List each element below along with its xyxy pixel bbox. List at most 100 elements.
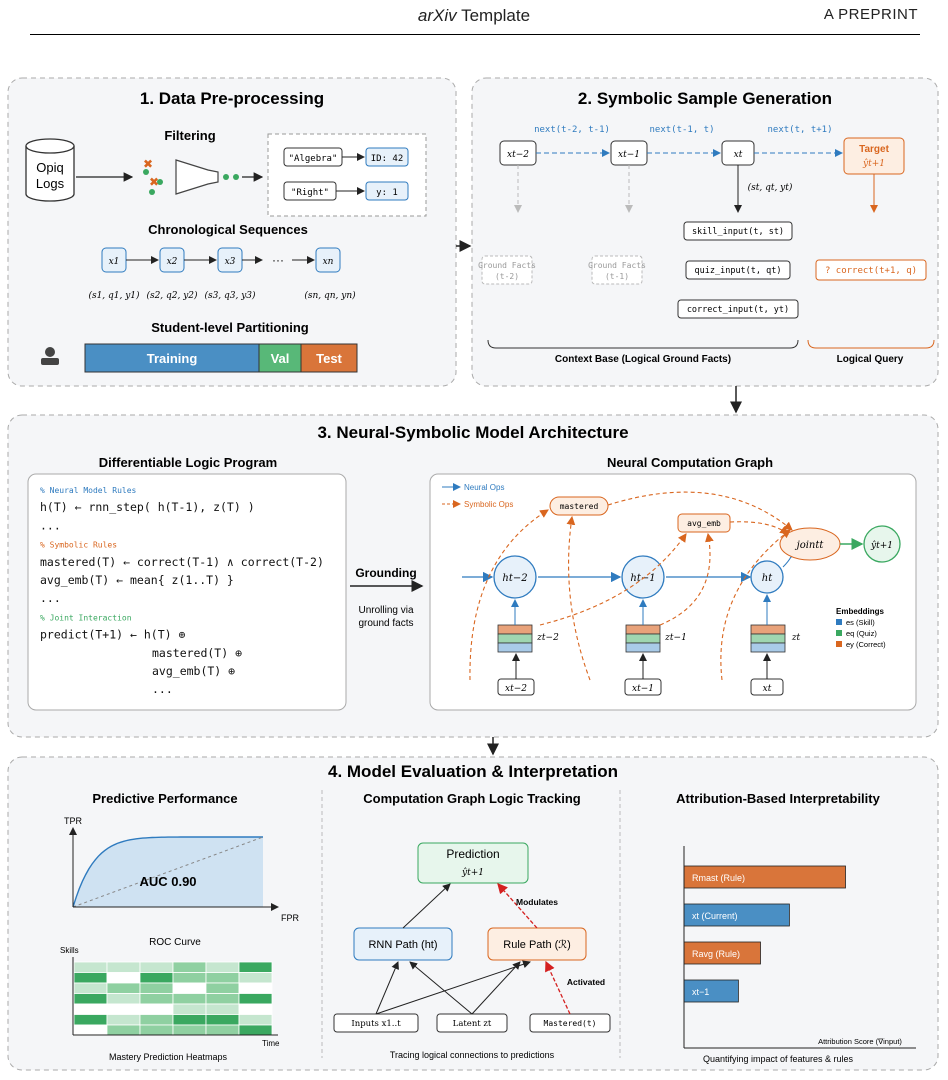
heatmap-cell <box>205 982 240 994</box>
svg-text:Neural Ops: Neural Ops <box>464 483 504 492</box>
svg-text:Prediction: Prediction <box>446 847 499 861</box>
prediction-box <box>417 842 529 884</box>
svg-text:TPR: TPR <box>64 816 83 826</box>
svg-text:Tracing logical connections to: Tracing logical connections to predictio… <box>390 1050 555 1060</box>
svg-text:skill_input(t, st): skill_input(t, st) <box>692 227 784 237</box>
heatmap-cell <box>172 1014 207 1026</box>
svg-text:ey (Correct): ey (Correct) <box>846 640 886 649</box>
heatmap-cell <box>172 972 207 984</box>
svg-text:FPR: FPR <box>281 913 300 923</box>
svg-text:RNN Path (ht): RNN Path (ht) <box>368 939 437 951</box>
svg-text:Unrolling via: Unrolling via <box>358 605 413 616</box>
avg-emb-node <box>677 513 731 533</box>
svg-text:Target: Target <box>859 144 889 155</box>
attribution-chart: Rmast (Rule)xt (Current)Ravg (Rule)xt−1 <box>683 865 846 1003</box>
heatmap-cell <box>73 972 108 984</box>
logic-program-code: % Neural Model Rules h(T) ← rnn_step( h(T… <box>40 486 324 696</box>
heatmap-cell <box>73 1024 108 1036</box>
bar-val <box>258 343 302 373</box>
svg-text:xt−2: xt−2 <box>507 150 529 160</box>
svg-text:next(t, t+1): next(t, t+1) <box>767 125 832 135</box>
attribution-bar-label: xt−1 <box>692 987 709 997</box>
svg-text:Ground Facts: Ground Facts <box>588 261 646 270</box>
user-icon <box>41 347 59 365</box>
svg-text:xn: xn <box>323 257 334 267</box>
svg-text:quiz_input(t, qt): quiz_input(t, qt) <box>695 266 782 276</box>
svg-text:(t-1): (t-1) <box>605 272 629 281</box>
svg-text:(st, qt, yt): (st, qt, yt) <box>748 182 793 193</box>
svg-text:es (Skill): es (Skill) <box>846 618 875 627</box>
svg-text:ground facts: ground facts <box>358 618 413 629</box>
svg-text:(s1, q1, y1): (s1, q1, y1) <box>88 290 140 301</box>
partition-label: Student-level Partitioning <box>151 320 309 335</box>
svg-text:correct_input(t, yt): correct_input(t, yt) <box>687 305 789 315</box>
svg-text:next(t-1, t): next(t-1, t) <box>649 125 714 135</box>
database-icon: Opiq Logs <box>25 138 75 202</box>
heatmap-cell <box>205 1003 240 1015</box>
heatmap-cell <box>106 1014 141 1026</box>
filtering-label: Filtering <box>164 128 215 143</box>
heatmap-cell <box>73 961 108 973</box>
heatmap-cell <box>73 993 108 1005</box>
svg-text:x2: x2 <box>167 257 178 267</box>
panel2-title: 2. Symbolic Sample Generation <box>578 89 832 108</box>
svg-text:(s3, q3, y3): (s3, q3, y3) <box>204 290 256 301</box>
svg-text:Val: Val <box>271 351 290 366</box>
svg-text:Attribution Score (∇input): Attribution Score (∇input) <box>818 1037 902 1046</box>
svg-text:next(t-2, t-1): next(t-2, t-1) <box>534 125 610 135</box>
mastered-node <box>549 496 609 516</box>
svg-text:Latent zt: Latent zt <box>453 1019 492 1029</box>
code-line: % Joint Interaction <box>40 613 132 622</box>
heatmap-cell <box>106 993 141 1005</box>
heatmap-cell <box>238 1024 273 1036</box>
db-label-1: Opiq <box>36 160 63 175</box>
record-y: y: 1 <box>376 188 398 198</box>
panel-symbolic-generation: 2. Symbolic Sample Generation next(t-2, … <box>471 77 939 387</box>
heatmap-cell <box>172 961 207 973</box>
svg-text:(t-2): (t-2) <box>495 272 519 281</box>
code-line: ... <box>40 591 61 605</box>
svg-text:jointt: jointt <box>795 540 825 551</box>
heatmap-cell <box>172 982 207 994</box>
db-label-2: Logs <box>36 176 65 191</box>
svg-text:zt: zt <box>791 633 801 643</box>
heatmap-cell <box>238 982 273 994</box>
bar-training <box>84 343 260 373</box>
record-right: "Right" <box>291 188 329 198</box>
code-line: ... <box>40 518 61 532</box>
code-line: predict(T+1) ← h(T) ⊕ <box>40 628 185 642</box>
heatmap-cell <box>238 1014 273 1026</box>
auc-label: AUC 0.90 <box>139 874 196 889</box>
yhat-node <box>863 525 901 563</box>
code-line: ... <box>152 682 173 696</box>
svg-text:Differentiable Logic Program: Differentiable Logic Program <box>99 455 277 470</box>
svg-text:✖: ✖ <box>143 157 153 171</box>
attribution-bar-label: Rmast (Rule) <box>692 873 745 883</box>
code-line: avg_emb(T) ⊕ <box>152 664 235 678</box>
svg-text:(s2, q2, y2): (s2, q2, y2) <box>146 290 198 301</box>
svg-text:eq (Quiz): eq (Quiz) <box>846 629 877 638</box>
svg-text:ROC Curve: ROC Curve <box>149 937 201 948</box>
code-line: h(T) ← rnn_step( h(T-1), z(T) ) <box>40 500 255 514</box>
heatmap-cell <box>106 1003 141 1015</box>
code-line: % Neural Model Rules <box>40 486 137 495</box>
svg-text:ŷt+1: ŷt+1 <box>862 158 885 169</box>
roc-curve <box>72 836 263 908</box>
heatmap-cell <box>139 1014 174 1026</box>
query-box <box>815 259 927 281</box>
svg-text:✖: ✖ <box>149 175 159 189</box>
heatmap-cell <box>205 1014 240 1026</box>
panel-evaluation: 4. Model Evaluation & Interpretation Pre… <box>7 756 939 1071</box>
svg-text:Skills: Skills <box>60 946 79 955</box>
svg-text:Modulates: Modulates <box>516 897 558 907</box>
svg-text:Activated: Activated <box>567 977 605 987</box>
code-line: % Symbolic Rules <box>40 541 117 550</box>
chrono-label: Chronological Sequences <box>148 222 308 237</box>
svg-text:Ground Facts: Ground Facts <box>478 261 536 270</box>
svg-text:Inputs x1..t: Inputs x1..t <box>351 1019 401 1029</box>
heatmap-cell <box>238 1003 273 1015</box>
heatmap-cell <box>139 1024 174 1036</box>
svg-text:Test: Test <box>316 351 342 366</box>
svg-text:xt: xt <box>763 684 772 694</box>
